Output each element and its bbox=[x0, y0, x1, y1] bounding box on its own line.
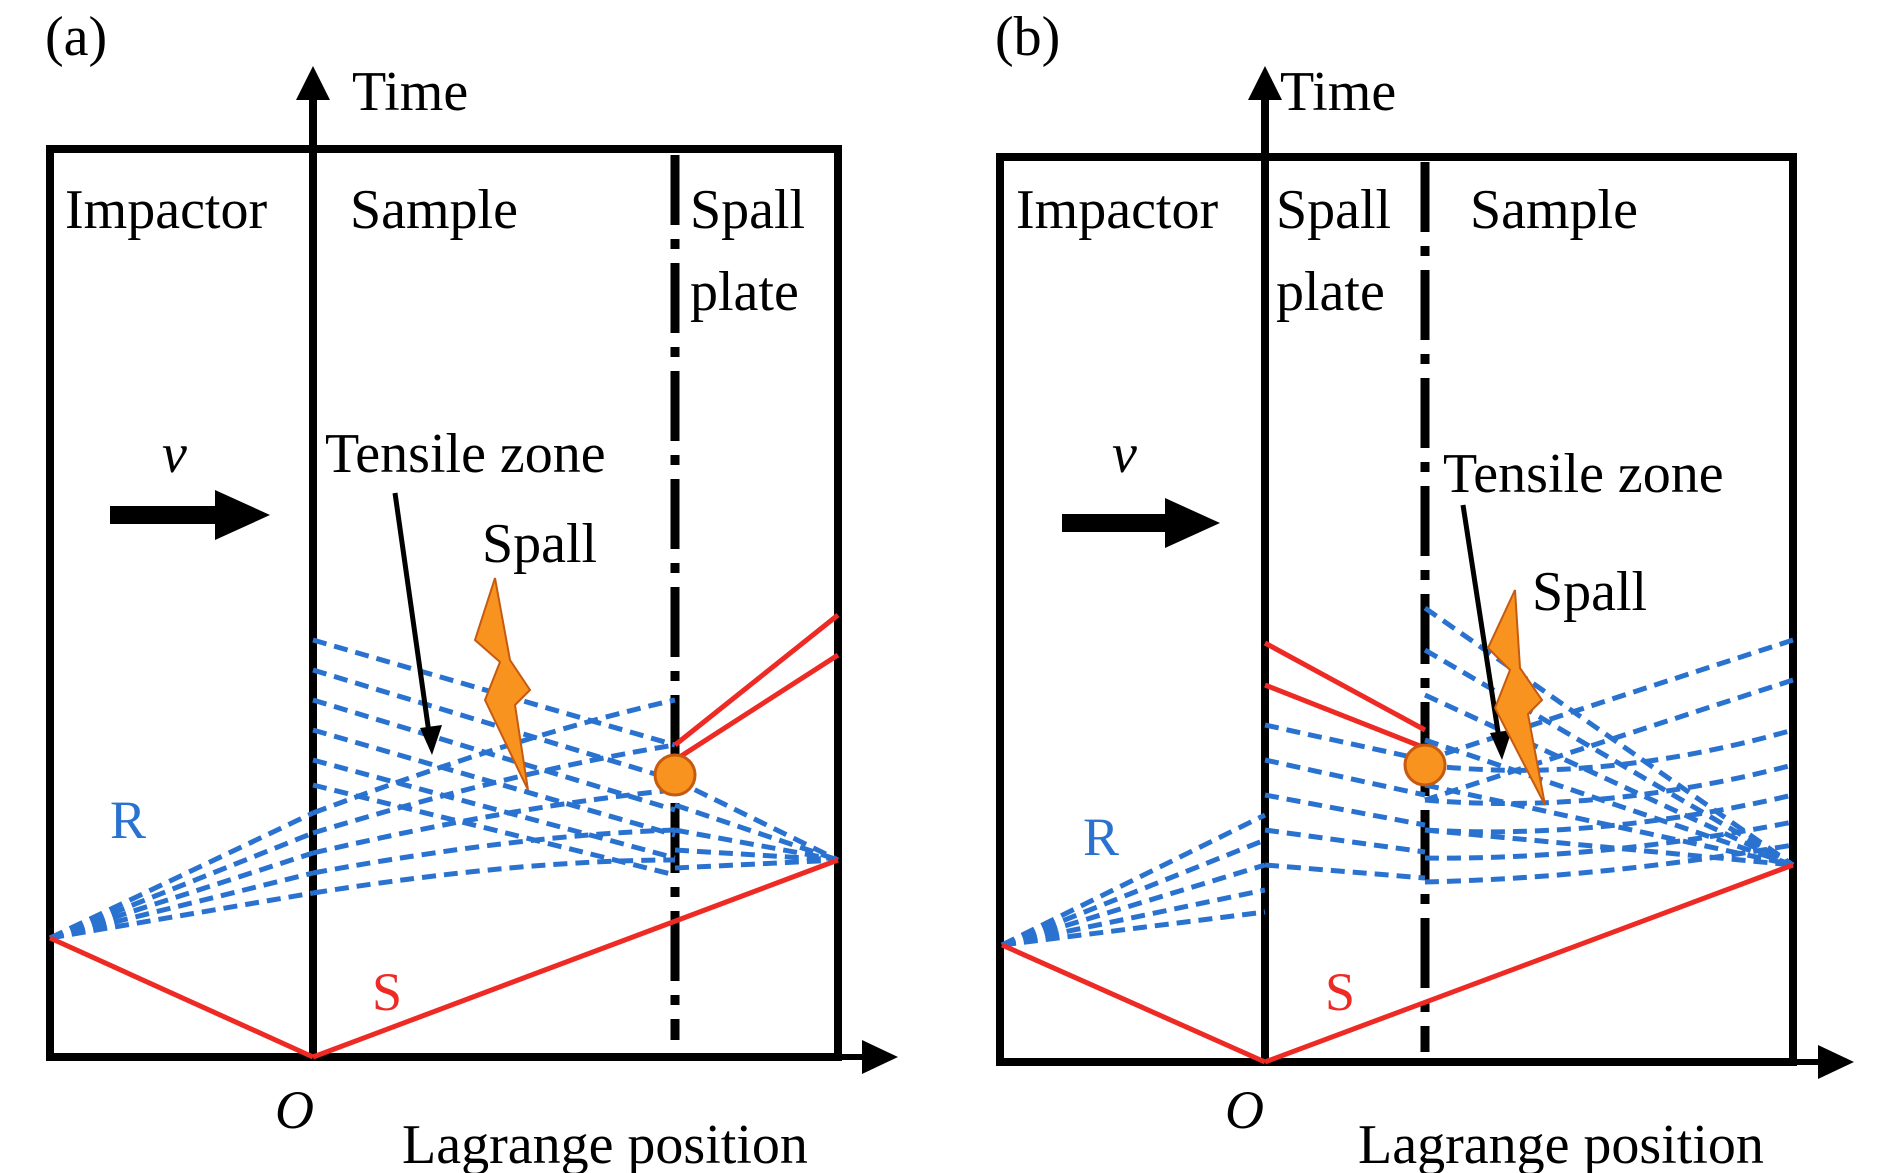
panel-b-frame bbox=[996, 153, 1797, 1066]
panel-b-x-axis-label: Lagrange position bbox=[1358, 1114, 1764, 1173]
panel-b-r-label: R bbox=[1083, 807, 1119, 867]
panel-a-time-axis-arrowhead bbox=[296, 66, 330, 100]
panel-b-velocity-label: v bbox=[1112, 423, 1137, 485]
panel-b-tensile-zone-label: Tensile zone bbox=[1443, 443, 1724, 505]
panel-a-origin-label: O bbox=[275, 1080, 314, 1140]
panel-b-label: (b) bbox=[995, 6, 1060, 68]
panel-b-spall-plate-label-1: Spall bbox=[1276, 179, 1391, 241]
panel-a-spall-plate-label-1: Spall bbox=[690, 179, 805, 241]
panel-b: (b) Time Impactor Spall plate Sample v T… bbox=[995, 6, 1854, 1173]
panel-a-spall-point bbox=[653, 753, 697, 797]
panel-a-tensile-pointer-head bbox=[420, 725, 442, 755]
panel-b-time-axis-arrowhead bbox=[1248, 66, 1282, 100]
panel-b-spall-plate-label-2: plate bbox=[1276, 261, 1385, 323]
panel-a-velocity-arrow bbox=[110, 490, 270, 540]
panel-b-spall-point bbox=[1403, 743, 1447, 787]
panel-a-spall-label: Spall bbox=[482, 513, 597, 575]
panel-b-spall-lightning-icon bbox=[1486, 589, 1546, 806]
panel-a-velocity-label: v bbox=[162, 423, 187, 485]
panel-b-shock-lines bbox=[1000, 640, 1794, 1065]
panel-b-origin-label: O bbox=[1225, 1080, 1264, 1140]
panel-b-x-axis-arrowhead bbox=[1818, 1045, 1854, 1079]
panel-b-s-label: S bbox=[1325, 962, 1355, 1022]
panel-a-impactor-label: Impactor bbox=[65, 179, 267, 241]
panel-a-x-axis-arrowhead bbox=[862, 1040, 898, 1074]
panel-a-time-label: Time bbox=[352, 61, 468, 123]
panel-b-tensile-pointer-head bbox=[1490, 730, 1512, 760]
panel-b-release-fan bbox=[1000, 605, 1795, 948]
panel-a-sample-label: Sample bbox=[350, 179, 518, 241]
panel-a-shock-lines bbox=[48, 613, 840, 1060]
panel-a-label: (a) bbox=[45, 6, 107, 68]
panel-b-impactor-label: Impactor bbox=[1016, 179, 1218, 241]
panel-a-r-label: R bbox=[110, 790, 146, 850]
panel-a-tensile-zone-label: Tensile zone bbox=[325, 423, 606, 485]
panel-a-spall-lightning-icon bbox=[473, 577, 532, 791]
panel-b-spall-label: Spall bbox=[1532, 561, 1647, 623]
panel-a-x-axis-label: Lagrange position bbox=[402, 1114, 808, 1173]
panel-b-tensile-pointer bbox=[1460, 504, 1503, 746]
panel-a-release-fan bbox=[48, 637, 840, 941]
panel-a: (a) Time Impactor Sample Spall plate v T… bbox=[45, 6, 898, 1173]
panel-a-s-label: S bbox=[372, 962, 402, 1022]
panel-a-spall-plate-label-2: plate bbox=[690, 261, 799, 323]
panel-b-time-label: Time bbox=[1280, 61, 1396, 123]
panel-a-tensile-pointer bbox=[392, 492, 433, 741]
panel-b-sample-label: Sample bbox=[1470, 179, 1638, 241]
panel-b-velocity-arrow bbox=[1062, 498, 1220, 548]
